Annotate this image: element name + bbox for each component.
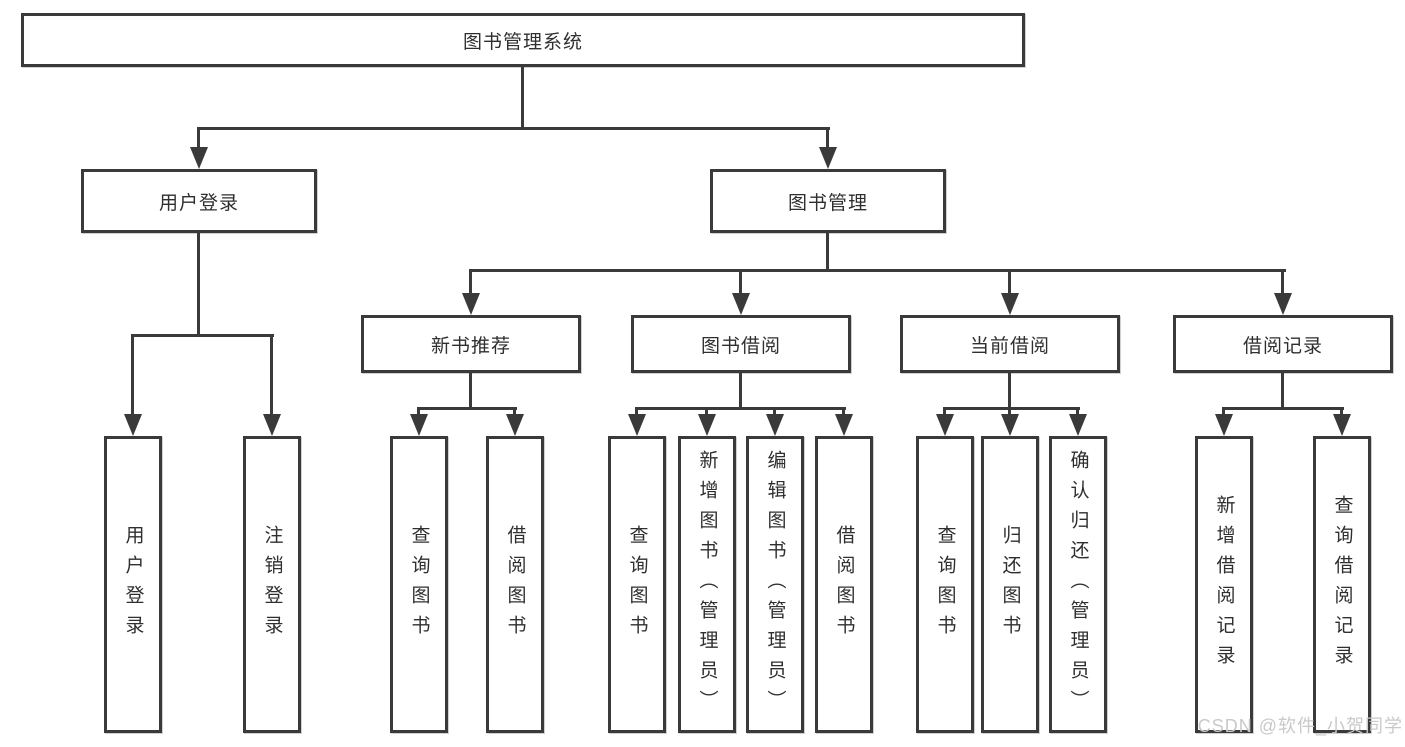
leaf-query-books-current-label: 查询图书 [934,524,956,645]
connector-to-book-management [826,127,829,152]
leaf-borrow-books-label: 借阅图书 [833,524,855,645]
connector-leaf-shaft [1076,407,1079,416]
leaf-edit-books-admin: 编辑图书（管理员） [746,436,804,733]
leaf-edit-books-admin-label: 编辑图书（管理员） [764,449,786,720]
connector-user-login-split [131,334,274,337]
node-current-borrowing: 当前借阅 [900,315,1120,373]
arrowhead-user-login [190,147,208,169]
leaf-query-books-borrow: 查询图书 [608,436,666,733]
leaf-add-borrow-record: 新增借阅记录 [1195,436,1253,733]
arrowhead-leaf [936,414,954,436]
connector-book-borrow-split [635,407,846,410]
leaf-confirm-return-admin: 确认归还（管理员） [1049,436,1107,733]
connector-book-management-split [469,269,1286,272]
connector-user-login-drop [197,231,200,337]
arrowhead-leaf [410,414,428,436]
arrowhead-leaf [835,414,853,436]
leaf-query-books-recommend: 查询图书 [390,436,448,733]
leaf-query-books-current: 查询图书 [916,436,974,733]
connector-to-user-login [197,127,200,152]
leaf-add-books-admin: 新增图书（管理员） [678,436,736,733]
arrowhead-leaf [766,414,784,436]
connector-new-book-split [417,407,517,410]
node-borrowing-records-label: 借阅记录 [1242,335,1323,357]
connector-leaf-shaft [842,407,845,416]
connector-to-new-book [469,269,472,295]
leaf-query-borrow-record-label: 查询借阅记录 [1331,494,1353,675]
leaf-borrow-books-recommend-label: 借阅图书 [504,524,526,645]
connector-leaf-shaft [417,407,420,416]
leaf-query-borrow-record: 查询借阅记录 [1313,436,1371,733]
connector-current-borrow-split [943,407,1080,410]
node-root-label: 图书管理系统 [462,31,583,53]
watermark: CSDN @软件_小贺同学 [1197,716,1403,736]
arrowhead-leaf [628,414,646,436]
leaf-logout-login-label: 注销登录 [261,524,283,645]
leaf-return-books-label: 归还图书 [999,524,1021,645]
connector-leaf-shaft [635,407,638,416]
arrowhead-leaf [506,414,524,436]
connector-leaf-shaft [773,407,776,416]
connector-leaf-shaft [1222,407,1225,416]
connector-leaf-shaft [1340,407,1343,416]
arrowhead-book-borrow [732,293,750,315]
arrowhead-leaf [1069,414,1087,436]
leaf-borrow-books-recommend: 借阅图书 [486,436,544,733]
arrowhead-new-book [462,293,480,315]
connector-new-book-drop [469,371,472,410]
leaf-add-borrow-record-label: 新增借阅记录 [1213,494,1235,675]
arrowhead-book-management [819,147,837,169]
leaf-confirm-return-admin-label: 确认归还（管理员） [1067,449,1089,720]
node-book-borrowing: 图书借阅 [631,315,851,373]
arrowhead-borrow-records [1274,293,1292,315]
connector-borrow-records-split [1222,407,1344,410]
connector-book-management-drop [826,231,829,272]
leaf-logout-login: 注销登录 [243,436,301,733]
leaf-borrow-books: 借阅图书 [815,436,873,733]
node-book-management: 图书管理 [710,169,946,233]
arrowhead-leaf [698,414,716,436]
arrowhead-leaf [1001,414,1019,436]
node-book-borrowing-label: 图书借阅 [700,335,781,357]
node-current-borrowing-label: 当前借阅 [969,335,1050,357]
connector-book-borrow-drop [739,371,742,410]
arrowhead-leaf [1333,414,1351,436]
connector-borrow-records-drop [1281,371,1284,410]
connector-to-borrow-records [1281,269,1284,295]
connector-current-borrow-drop [1008,371,1011,410]
connector-leaf-shaft [943,407,946,416]
arrowhead-leaf-user-login [124,414,142,436]
node-new-book-recommendation: 新书推荐 [361,315,581,373]
leaf-user-login: 用户登录 [104,436,162,733]
node-borrowing-records: 借阅记录 [1173,315,1393,373]
connector-to-leaf-logout [270,334,273,416]
arrowhead-leaf-logout [263,414,281,436]
arrowhead-current-borrow [1001,293,1019,315]
node-user-login: 用户登录 [81,169,317,233]
node-new-book-recommendation-label: 新书推荐 [430,335,511,357]
leaf-add-books-admin-label: 新增图书（管理员） [696,449,718,720]
node-book-management-label: 图书管理 [787,192,868,214]
leaf-user-login-label: 用户登录 [122,524,144,645]
node-root: 图书管理系统 [21,13,1025,67]
arrowhead-leaf [1215,414,1233,436]
connector-root-split [197,127,830,130]
connector-leaf-shaft [1008,407,1011,416]
leaf-query-books-recommend-label: 查询图书 [408,524,430,645]
connector-root-drop [521,67,524,129]
leaf-query-books-borrow-label: 查询图书 [626,524,648,645]
connector-to-leaf-user-login [131,334,134,416]
leaf-return-books: 归还图书 [981,436,1039,733]
connector-to-current-borrow [1008,269,1011,295]
node-user-login-label: 用户登录 [158,192,239,214]
connector-to-book-borrow [739,269,742,295]
connector-leaf-shaft [513,407,516,416]
connector-leaf-shaft [705,407,708,416]
